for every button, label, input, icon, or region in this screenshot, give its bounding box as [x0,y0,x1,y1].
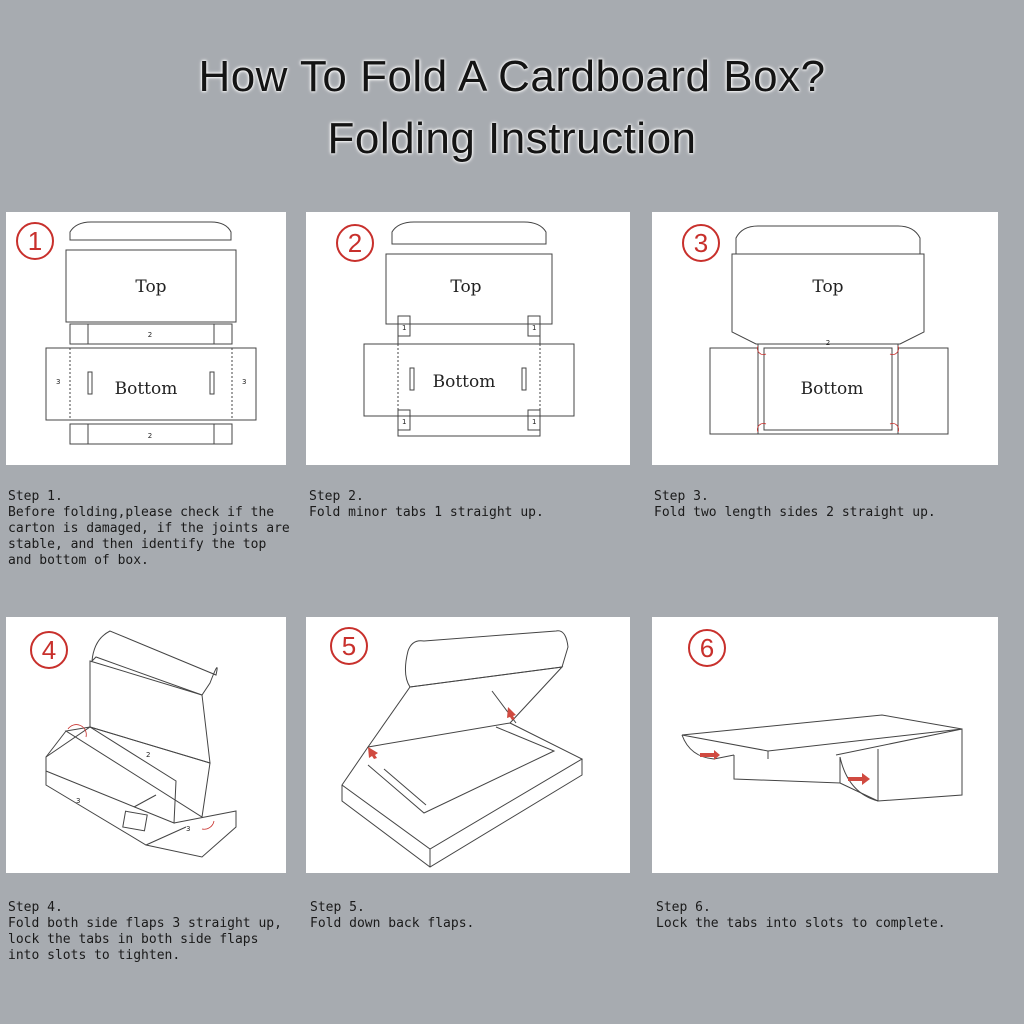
flap-number: 3 [76,797,80,805]
flap-number: 2 [148,432,152,440]
step-3-panel: Top Bottom 2 3 [652,212,998,465]
step-5-text: Fold down back flaps. [310,916,475,931]
step-2-text: Fold minor tabs 1 straight up. [309,505,544,520]
step-4-text: Fold both side flaps 3 straight up, lock… [8,916,282,963]
step-6-heading: Step 6. [656,900,711,915]
flap-number: 3 [56,378,60,386]
step-6-text: Lock the tabs into slots to complete. [656,916,946,931]
step-2-number: 2 [336,224,374,262]
step-5-diagram [341,630,584,868]
bottom-label: Bottom [801,379,864,399]
step-1-panel: Top Bottom 2 2 3 3 1 [6,212,286,465]
step-5-panel: 5 [306,617,630,873]
bottom-label: Bottom [115,379,178,399]
step-5-caption: Step 5. Fold down back flaps. [310,900,630,932]
step-1-heading: Step 1. [8,489,63,504]
step-1-number: 1 [16,222,54,260]
flap-number: 1 [532,324,536,332]
flap-number: 2 [146,751,150,759]
step-1-diagram: Top Bottom 2 2 3 3 [45,221,257,445]
step-6-caption: Step 6. Lock the tabs into slots to comp… [656,900,1006,932]
step-4-heading: Step 4. [8,900,63,915]
step-3-diagram: Top Bottom 2 [709,225,949,435]
step-3-caption: Step 3. Fold two length sides 2 straight… [654,489,1004,521]
top-label: Top [135,277,166,297]
step-3-heading: Step 3. [654,489,709,504]
step-6-diagram [681,714,963,802]
step-6-panel: 6 [652,617,998,873]
step-6-number: 6 [688,629,726,667]
flap-number: 1 [532,418,536,426]
flap-number: 2 [148,331,152,339]
flap-number: 3 [186,825,190,833]
step-5-number: 5 [330,627,368,665]
step-3-number: 3 [682,224,720,262]
flap-number: 2 [826,339,830,347]
step-5-heading: Step 5. [310,900,365,915]
step-4-diagram: 2 3 3 [45,630,237,858]
title-line-2: Folding Instruction [327,114,697,163]
step-2-heading: Step 2. [309,489,364,504]
step-2-panel: Top Bottom 1 1 1 1 2 [306,212,630,465]
top-label: Top [450,277,481,297]
step-2-caption: Step 2. Fold minor tabs 1 straight up. [309,489,629,521]
title-line-1: How To Fold A Cardboard Box? [198,52,826,101]
step-4-number: 4 [30,631,68,669]
step-4-caption: Step 4. Fold both side flaps 3 straight … [8,900,300,964]
flap-number: 1 [402,324,406,332]
flap-number: 3 [242,378,246,386]
flap-number: 1 [402,418,406,426]
step-2-diagram: Top Bottom 1 1 1 1 [363,221,575,437]
step-1-text: Before folding,please check if the carto… [8,505,290,568]
bottom-label: Bottom [433,372,496,392]
step-3-text: Fold two length sides 2 straight up. [654,505,936,520]
top-label: Top [812,277,843,297]
step-1-caption: Step 1. Before folding,please check if t… [8,489,300,569]
step-4-panel: 2 3 3 4 [6,617,286,873]
